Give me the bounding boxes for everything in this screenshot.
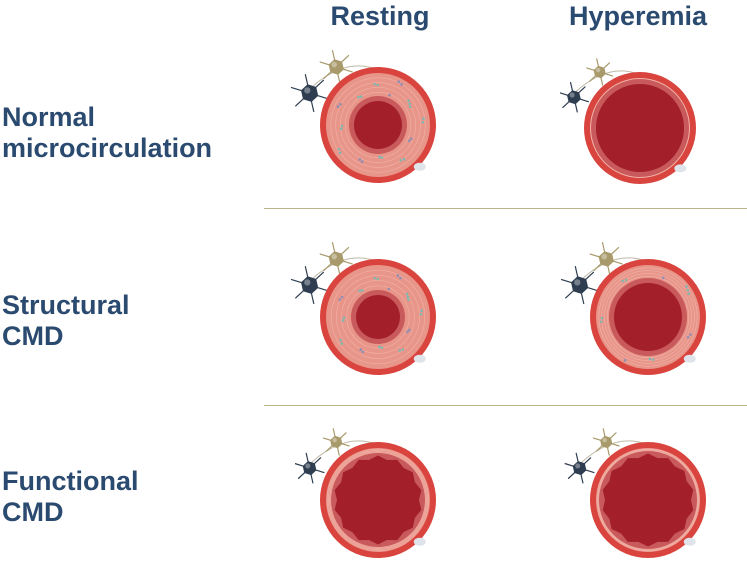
vessel-functional-resting-neuron-tan <box>322 428 350 456</box>
vessel-structural-hyperemia-lumen <box>614 283 682 351</box>
vessel-normal-resting-lumen <box>354 101 402 149</box>
vessel-normal-resting-neuron-dark <box>290 74 329 113</box>
vessel-functional-hyperemia-neuron-dark <box>564 452 595 484</box>
vessel-functional-hyperemia-neuron-tan <box>592 428 620 456</box>
vessel-normal-resting <box>290 50 436 183</box>
vessel-structural-resting-neuron-dark <box>290 266 329 305</box>
vessel-structural-hyperemia-neuron-dark <box>560 266 599 305</box>
row-divider-2 <box>264 405 747 406</box>
vessel-functional-hyperemia-lumen <box>602 453 694 547</box>
vessel-functional-hyperemia <box>564 428 706 558</box>
row-label-normal-line1: Normal <box>2 102 96 132</box>
vessel-structural-resting-pericyte <box>413 354 426 363</box>
row-label-normal: Normal microcirculation <box>2 102 212 164</box>
vessel-structural-resting-neuron-tan <box>319 242 353 276</box>
vessel-functional-hyperemia-pericyte <box>683 537 696 546</box>
vessel-normal-hyperemia <box>560 58 696 184</box>
vessel-structural-hyperemia-pericyte <box>683 354 696 363</box>
row-label-structural-cmd: Structural CMD <box>2 290 130 352</box>
vessel-normal-hyperemia-neuron-tan <box>586 58 614 86</box>
vessel-normal-hyperemia-neuron-dark <box>560 81 589 113</box>
row-label-structural-line2: CMD <box>2 321 64 351</box>
row-divider-1 <box>264 208 747 209</box>
vessel-normal-hyperemia-pericyte <box>674 164 687 173</box>
row-label-functional-line1: Functional <box>2 466 139 496</box>
row-label-functional-line2: CMD <box>2 497 64 527</box>
vessel-structural-resting-lumen <box>356 295 400 339</box>
vessel-functional-resting-pericyte <box>413 537 426 546</box>
vessel-functional-resting-lumen <box>334 455 422 545</box>
vessel-structural-hyperemia <box>560 242 706 375</box>
vessel-structural-resting <box>290 242 436 375</box>
vessel-functional-resting <box>295 428 436 558</box>
row-label-normal-line2: microcirculation <box>2 133 213 163</box>
vessel-normal-resting-neuron-tan <box>319 50 353 84</box>
column-header-resting: Resting <box>330 1 430 31</box>
column-header-hyperemia: Hyperemia <box>568 1 708 31</box>
vessel-structural-hyperemia-neuron-tan <box>589 242 623 276</box>
row-label-functional-cmd: Functional CMD <box>2 466 139 528</box>
vessel-normal-hyperemia-lumen <box>596 84 684 172</box>
vessel-normal-resting-pericyte <box>413 162 426 171</box>
vessel-functional-resting-neuron-dark <box>295 452 325 484</box>
row-label-structural-line1: Structural <box>2 290 130 320</box>
